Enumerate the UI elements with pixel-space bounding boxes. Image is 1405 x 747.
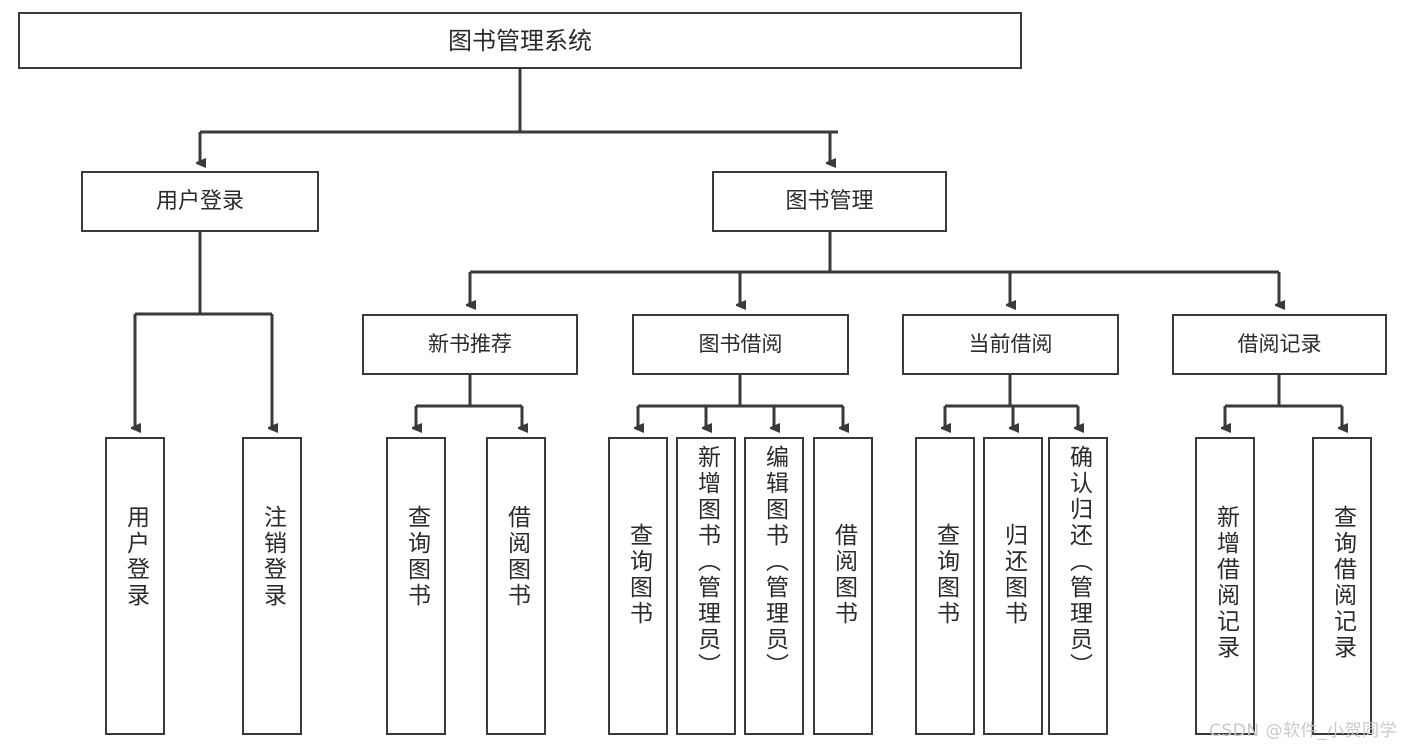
node-user-login[interactable]: 用户登录 xyxy=(81,171,319,232)
node-book-borrow[interactable]: 图书借阅 xyxy=(632,314,849,375)
node-label: 图书借阅 xyxy=(698,332,783,356)
node-label: 借阅图书 xyxy=(830,523,857,627)
watermark-csdn: CSDN @软件_小贺同学 xyxy=(1209,721,1397,741)
node-label: 查询图书 xyxy=(403,505,430,609)
node-label: 新书推荐 xyxy=(428,332,512,356)
node-label: 新增图书（管理员） xyxy=(693,445,720,679)
leaf-recommend-query-book[interactable]: 查询图书 xyxy=(386,437,446,735)
node-label: 确认归还（管理员） xyxy=(1065,445,1092,679)
node-label: 用户登录 xyxy=(155,188,244,214)
node-label: 图书管理系统 xyxy=(448,26,592,55)
node-new-book-recommend[interactable]: 新书推荐 xyxy=(362,314,578,375)
node-root-system[interactable]: 图书管理系统 xyxy=(18,12,1022,69)
node-current-borrow[interactable]: 当前借阅 xyxy=(902,314,1119,375)
leaf-borrow-add-book-admin[interactable]: 新增图书（管理员） xyxy=(676,437,736,735)
node-label: 新增借阅记录 xyxy=(1212,505,1239,661)
node-label: 查询借阅记录 xyxy=(1329,505,1356,661)
node-label: 归还图书 xyxy=(1000,523,1027,627)
node-label: 查询图书 xyxy=(625,523,652,627)
node-book-management[interactable]: 图书管理 xyxy=(712,171,947,232)
node-borrow-history[interactable]: 借阅记录 xyxy=(1172,314,1387,375)
node-label: 借阅图书 xyxy=(503,505,530,609)
leaf-borrow-borrow-book[interactable]: 借阅图书 xyxy=(813,437,873,735)
leaf-user-login-login[interactable]: 用户登录 xyxy=(105,437,165,735)
node-label: 编辑图书（管理员） xyxy=(761,445,788,679)
node-label: 图书管理 xyxy=(785,188,874,214)
node-label: 查询图书 xyxy=(932,523,959,627)
leaf-current-return-book[interactable]: 归还图书 xyxy=(983,437,1043,735)
leaf-current-query-book[interactable]: 查询图书 xyxy=(915,437,975,735)
leaf-recommend-borrow-book[interactable]: 借阅图书 xyxy=(486,437,546,735)
node-label: 借阅记录 xyxy=(1237,332,1322,356)
leaf-user-login-logout[interactable]: 注销登录 xyxy=(242,437,302,735)
leaf-borrow-edit-book-admin[interactable]: 编辑图书（管理员） xyxy=(744,437,804,735)
node-label: 当前借阅 xyxy=(968,332,1053,356)
node-label: 用户登录 xyxy=(122,505,149,609)
node-label: 注销登录 xyxy=(259,505,286,609)
leaf-borrow-query-book[interactable]: 查询图书 xyxy=(608,437,668,735)
leaf-history-add-record[interactable]: 新增借阅记录 xyxy=(1195,437,1255,735)
leaf-current-confirm-return-admin[interactable]: 确认归还（管理员） xyxy=(1048,437,1108,735)
leaf-history-query-record[interactable]: 查询借阅记录 xyxy=(1312,437,1372,735)
